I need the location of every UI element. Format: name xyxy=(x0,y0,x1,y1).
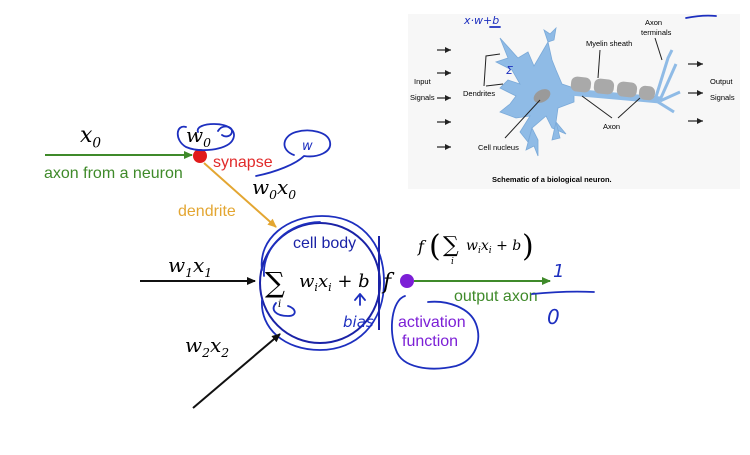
dendrite-arrow xyxy=(203,162,277,228)
dendrite-label: dendrite xyxy=(178,203,236,220)
output-expression: f ( ∑ i wixi + b ) xyxy=(417,229,534,267)
sum-expression: ∑ i wixi + b xyxy=(265,266,370,317)
synapse-label: synapse xyxy=(213,154,273,171)
bio-neuron-schematic: Input Signals Dendrites Cell nucleus Mye… xyxy=(408,14,740,189)
bio-pointer-lines xyxy=(483,37,663,139)
ink-fraction-line xyxy=(531,290,595,295)
bio-label-axon-terminals-2: terminals xyxy=(641,28,672,37)
bio-label-input: Input xyxy=(414,77,432,86)
handwritten-w-note: w xyxy=(302,139,313,154)
output-sum-index: i xyxy=(451,257,454,267)
cell-body-label: cell body xyxy=(293,235,356,252)
bio-output-arrows xyxy=(688,61,703,124)
activation-label-line2: function xyxy=(402,333,458,350)
bio-label-input-signals: Signals xyxy=(410,93,435,102)
ink-trace-cell-body-2 xyxy=(263,221,321,277)
ink-dash-top-right xyxy=(685,14,717,19)
ink-circle-w0 xyxy=(176,123,235,152)
w2x2-label: w2x2 xyxy=(185,333,229,360)
handwritten-bias-note: bias xyxy=(343,313,374,331)
f-symbol: f xyxy=(381,270,395,295)
output-paren-left: ( xyxy=(429,229,441,264)
w0x0-label: w0x0 xyxy=(252,175,296,202)
handwritten-top-note: x·w+b xyxy=(463,14,499,27)
ink-trace-cell-body xyxy=(260,215,385,351)
output-f: f xyxy=(417,237,427,256)
sum-index: i xyxy=(278,299,281,310)
sum-term: wixi + b xyxy=(299,271,370,294)
axon-from-neuron-label: axon from a neuron xyxy=(44,165,183,182)
output-axon-label: output axon xyxy=(454,288,538,305)
ink-scribble-w0 xyxy=(217,125,233,138)
activation-dot xyxy=(400,274,414,288)
ink-arrow-bias xyxy=(354,293,366,306)
activation-label-line1: activation xyxy=(398,314,466,331)
bio-label-output-signals: Signals xyxy=(710,93,735,102)
output-paren-right: ) xyxy=(522,229,534,264)
output-sum-term: wixi + b xyxy=(466,238,521,256)
x0-label: x0 xyxy=(80,123,101,152)
bio-label-axon: Axon xyxy=(603,122,620,131)
ink-circle-sum-index xyxy=(272,302,296,317)
ink-circle-activation xyxy=(390,295,480,370)
bio-label-cell-nucleus: Cell nucleus xyxy=(478,143,519,152)
bio-label-output: Output xyxy=(710,77,733,86)
sigma-symbol: ∑ xyxy=(265,266,285,299)
ink-bubble-w xyxy=(255,129,331,177)
handwritten-zero: 0 xyxy=(547,305,560,329)
bio-input-arrows xyxy=(437,47,451,150)
bio-axon xyxy=(569,76,661,104)
cell-nucleus-shape xyxy=(533,89,551,103)
w1x1-label: w1x1 xyxy=(168,253,212,280)
bio-soma-dendrites xyxy=(494,26,575,157)
bio-label-axon-terminals-1: Axon xyxy=(645,18,662,27)
output-sigma: ∑ xyxy=(443,233,459,258)
bio-label-dendrites: Dendrites xyxy=(463,89,495,98)
synapse-dot xyxy=(193,149,207,163)
bio-label-myelin: Myelin sheath xyxy=(586,39,632,48)
handwritten-sigma-note: Σ xyxy=(506,64,513,77)
w2x2-input-line xyxy=(192,333,281,409)
bio-caption: Schematic of a biological neuron. xyxy=(492,175,612,184)
bio-axon-terminals xyxy=(653,49,681,114)
handwritten-one: 1 xyxy=(553,261,564,282)
